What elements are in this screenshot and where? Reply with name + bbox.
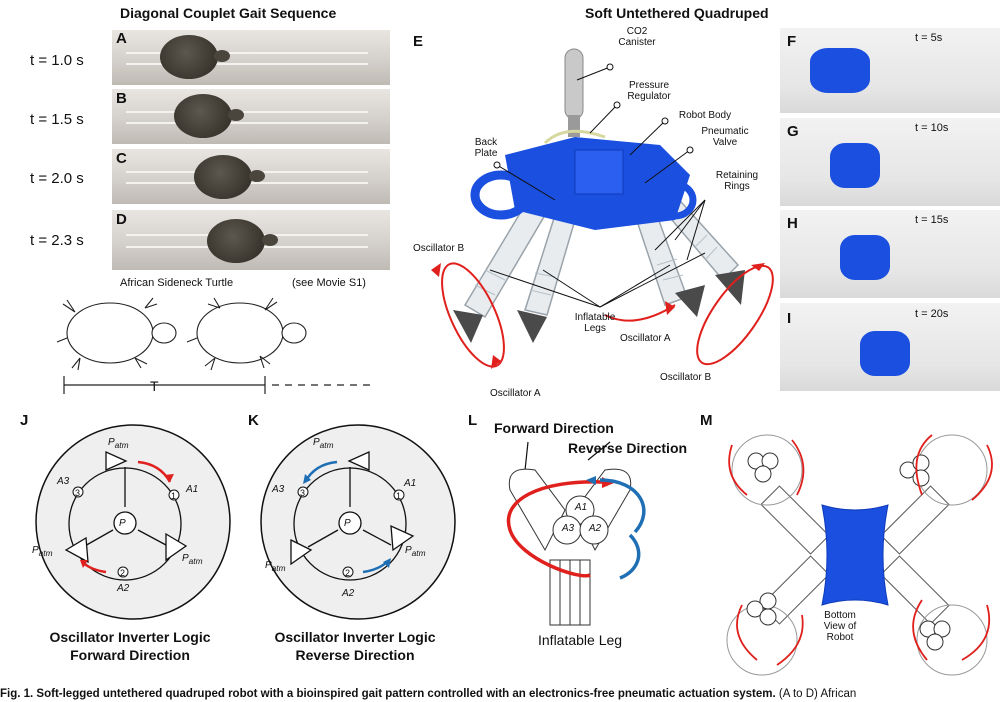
k-node-2: 2 [345, 568, 351, 578]
side-photo-f [780, 28, 1000, 113]
label-retaining-rings: Retaining Rings [715, 170, 759, 192]
panel-label-i: I [787, 310, 792, 327]
side-photo-h [780, 210, 1000, 298]
leg-chamber-a3: A3 [561, 523, 575, 534]
forward-direction-label: Forward Direction [494, 420, 614, 436]
j-node-2: 2 [120, 568, 126, 578]
j-p-node: P [119, 518, 126, 529]
panel-label-e: E [413, 33, 424, 50]
label-co2-canister: CO2 Canister [618, 26, 656, 48]
j-patm-right: Patm [182, 553, 203, 566]
turtle-photo-d [112, 210, 390, 270]
k-a1: A1 [404, 478, 417, 489]
label-pneumatic-valve: Pneumatic Valve [701, 126, 749, 148]
figure-caption: Fig. 1. Soft-legged untethered quadruped… [0, 688, 857, 700]
oscillator-reverse-diagram [260, 424, 456, 620]
panel-label-d: D [116, 211, 127, 228]
gait-sequence-title: Diagonal Couplet Gait Sequence [120, 5, 337, 21]
oscillator-forward-diagram [35, 424, 231, 620]
leg-chamber-a1: A1 [574, 502, 588, 513]
k-patm-top: Patm [313, 437, 334, 450]
label-back-plate: Back Plate [474, 137, 498, 159]
turtle-sketch [56, 297, 370, 394]
panel-label-k: K [248, 412, 259, 429]
j-node-3: 3 [75, 488, 81, 498]
label-inflatable-legs: Inflatable Legs [574, 312, 616, 334]
side-photo-g [780, 118, 1000, 206]
bottom-view-label: Bottom View of Robot [823, 610, 857, 643]
time-label-d: t = 2.3 s [30, 232, 84, 249]
time-label-a: t = 1.0 s [30, 52, 84, 69]
bottom-view-diagram [726, 434, 993, 676]
turtle-photo-b [112, 89, 390, 144]
panel-label-j: J [20, 412, 29, 429]
robot-illustration [431, 48, 774, 369]
k-p-node: P [344, 518, 351, 529]
label-robot-body: Robot Body [678, 110, 732, 121]
k-node-1: 1 [396, 491, 402, 501]
time-label-f: t = 5s [915, 32, 943, 44]
turtle-caption: African Sideneck Turtle [120, 277, 234, 289]
period-label: T [150, 378, 159, 394]
panel-label-c: C [116, 150, 127, 167]
panel-label-m: M [700, 412, 713, 429]
j-a2: A2 [117, 583, 130, 594]
j-patm-left: Patm [32, 545, 53, 558]
label-oscillator-b-left: Oscillator B [413, 243, 465, 254]
panel-label-a: A [116, 30, 127, 47]
panel-label-h: H [787, 215, 798, 232]
panel-label-b: B [116, 90, 127, 107]
panel-label-f: F [787, 33, 797, 50]
j-a1: A1 [186, 484, 199, 495]
inflatable-leg-caption: Inflatable Leg [538, 632, 623, 648]
j-a3: A3 [57, 476, 70, 487]
leg-chamber-a2: A2 [588, 523, 602, 534]
time-label-c: t = 2.0 s [30, 170, 84, 187]
k-patm-right: Patm [405, 545, 426, 558]
k-patm-left: Patm [265, 560, 286, 573]
time-label-i: t = 20s [915, 308, 949, 320]
movie-reference: (see Movie S1) [292, 277, 366, 289]
k-node-3: 3 [300, 488, 306, 498]
time-label-g: t = 10s [915, 122, 949, 134]
label-oscillator-a-left: Oscillator A [490, 388, 541, 399]
label-oscillator-a-right: Oscillator A [620, 333, 671, 344]
time-label-b: t = 1.5 s [30, 111, 84, 128]
label-pressure-regulator: Pressure Regulator [627, 80, 671, 102]
label-oscillator-b-right: Oscillator B [660, 372, 712, 383]
j-patm-top: Patm [108, 437, 129, 450]
j-node-1: 1 [171, 491, 177, 501]
panel-label-l: L [468, 412, 478, 429]
inflatable-leg-diagram [506, 441, 646, 626]
side-photo-i [780, 303, 1000, 391]
k-a3: A3 [272, 484, 285, 495]
panel-label-g: G [787, 123, 799, 140]
k-a2: A2 [342, 588, 355, 599]
quadruped-title: Soft Untethered Quadruped [585, 5, 769, 21]
time-label-h: t = 15s [915, 214, 949, 226]
turtle-photo-c [112, 149, 390, 204]
turtle-photo-a [112, 30, 390, 85]
